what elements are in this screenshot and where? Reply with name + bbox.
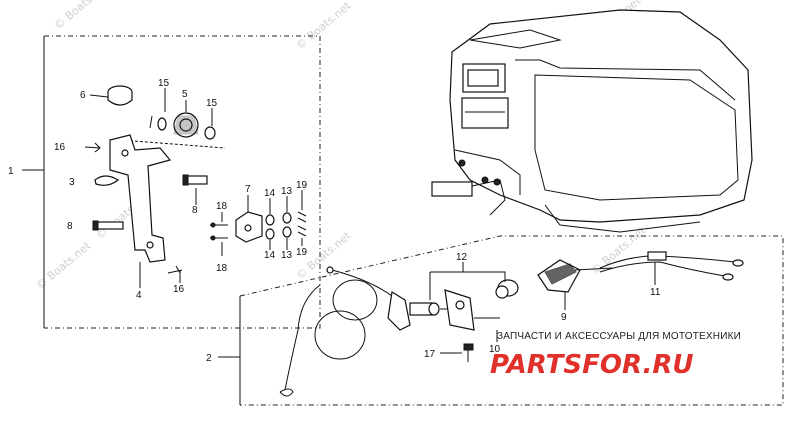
part-12-switch (387, 291, 455, 331)
ad-overlay: ЗАПЧАСТИ И АКСЕССУАРЫ ДЛЯ МОТОТЕХНИКИ PA… (490, 331, 741, 380)
ad-tagline: ЗАПЧАСТИ И АКСЕССУАРЫ ДЛЯ МОТОТЕХНИКИ (497, 331, 741, 342)
callout-6: 6 (80, 90, 86, 101)
callout-8: 8 (192, 205, 198, 216)
part-14-washers (265, 214, 275, 240)
callout-5: 5 (182, 89, 188, 100)
part-9-switch-body (537, 259, 613, 293)
callout-16-bottom: 16 (173, 284, 185, 295)
engine-cowling (431, 9, 753, 233)
callout-8-left: 8 (67, 221, 73, 232)
callout-3: 3 (69, 177, 75, 188)
part-5-grommet (173, 112, 199, 138)
callout-9: 9 (561, 312, 567, 323)
callout-13-top: 13 (281, 186, 293, 197)
part-3-clip (94, 175, 120, 186)
callout-2: 2 (206, 353, 212, 364)
callout-19-top: 19 (296, 180, 308, 191)
part-15-washer-right (204, 126, 216, 140)
callout-18-top: 18 (216, 201, 228, 212)
callout-16-top: 16 (54, 142, 66, 153)
callout-19-bottom: 19 (296, 247, 308, 258)
part-7-plate (235, 211, 263, 243)
callouts: 1 2 3 4 5 6 7 8 8 9 10 11 12 13 13 14 14… (8, 78, 661, 364)
part-8-bolt-left (92, 220, 124, 231)
callout-7: 7 (245, 184, 251, 195)
part-8-bolt (182, 174, 208, 186)
callout-13-bottom: 13 (281, 250, 293, 261)
part-11-wires (599, 251, 744, 281)
callout-14-top: 14 (264, 188, 276, 199)
part-16-screw (84, 142, 101, 153)
group-2-frame (218, 235, 784, 406)
watermark: © Boats.net (52, 0, 112, 32)
callout-18-bottom: 18 (216, 263, 228, 274)
callout-4: 4 (136, 290, 142, 301)
callout-11: 11 (650, 287, 661, 298)
part-19-nuts (297, 211, 307, 237)
part-4-bracket (109, 134, 172, 263)
part-18-screws (210, 222, 228, 241)
part-15-washer (157, 117, 167, 131)
leader-lines (139, 88, 656, 354)
part-6-knob (89, 85, 133, 106)
callout-14-bottom: 14 (264, 250, 276, 261)
part-17-screw (463, 343, 474, 362)
callout-15-left: 15 (158, 78, 170, 89)
part-13-nuts (282, 212, 292, 238)
watermark: © Boats.net (294, 0, 354, 52)
group-1-frame (22, 35, 321, 329)
callout-15-right: 15 (206, 98, 218, 109)
callout-1: 1 (8, 166, 14, 177)
part-10-boot (495, 279, 519, 299)
callout-17: 17 (424, 349, 436, 360)
part-10-plate (444, 289, 500, 331)
callout-10: 10 (489, 344, 501, 355)
ad-brand-logo: PARTSFOR.RU (490, 350, 693, 380)
watermark: © Boats.net (34, 239, 94, 293)
callout-12: 12 (456, 252, 468, 263)
lanyard-cord (279, 266, 393, 397)
